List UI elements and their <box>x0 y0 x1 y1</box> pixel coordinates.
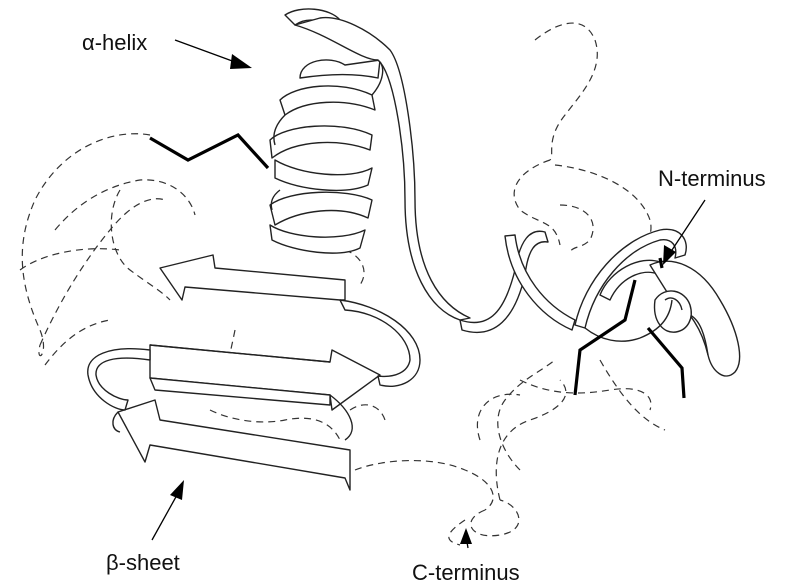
c-terminus-label: C-terminus <box>412 560 520 585</box>
random-coil-top-right <box>514 23 651 255</box>
n-terminus-arrow <box>672 200 705 250</box>
n-terminus-label: N-terminus <box>658 166 766 191</box>
beta-strand-3 <box>118 400 350 490</box>
beta-sheet-label: β-sheet <box>106 550 180 575</box>
side-chain-right-b <box>660 258 662 268</box>
beta-sheet-ribbon <box>88 255 420 490</box>
random-coil-left <box>20 134 195 365</box>
n-terminal-lobe <box>575 229 740 376</box>
alpha-helix-arrow <box>175 40 235 62</box>
beta-sheet-arrow <box>152 495 177 540</box>
side-chain-left <box>150 135 268 168</box>
alpha-helix-label: α-helix <box>82 30 147 55</box>
beta-strand-2 <box>150 345 380 410</box>
loop-ribbon-center <box>460 231 575 332</box>
side-chain-right-c <box>648 328 684 398</box>
beta-strand-1 <box>160 255 345 300</box>
random-coil-bottom <box>355 360 665 545</box>
alpha-helix-ribbon <box>270 9 470 320</box>
